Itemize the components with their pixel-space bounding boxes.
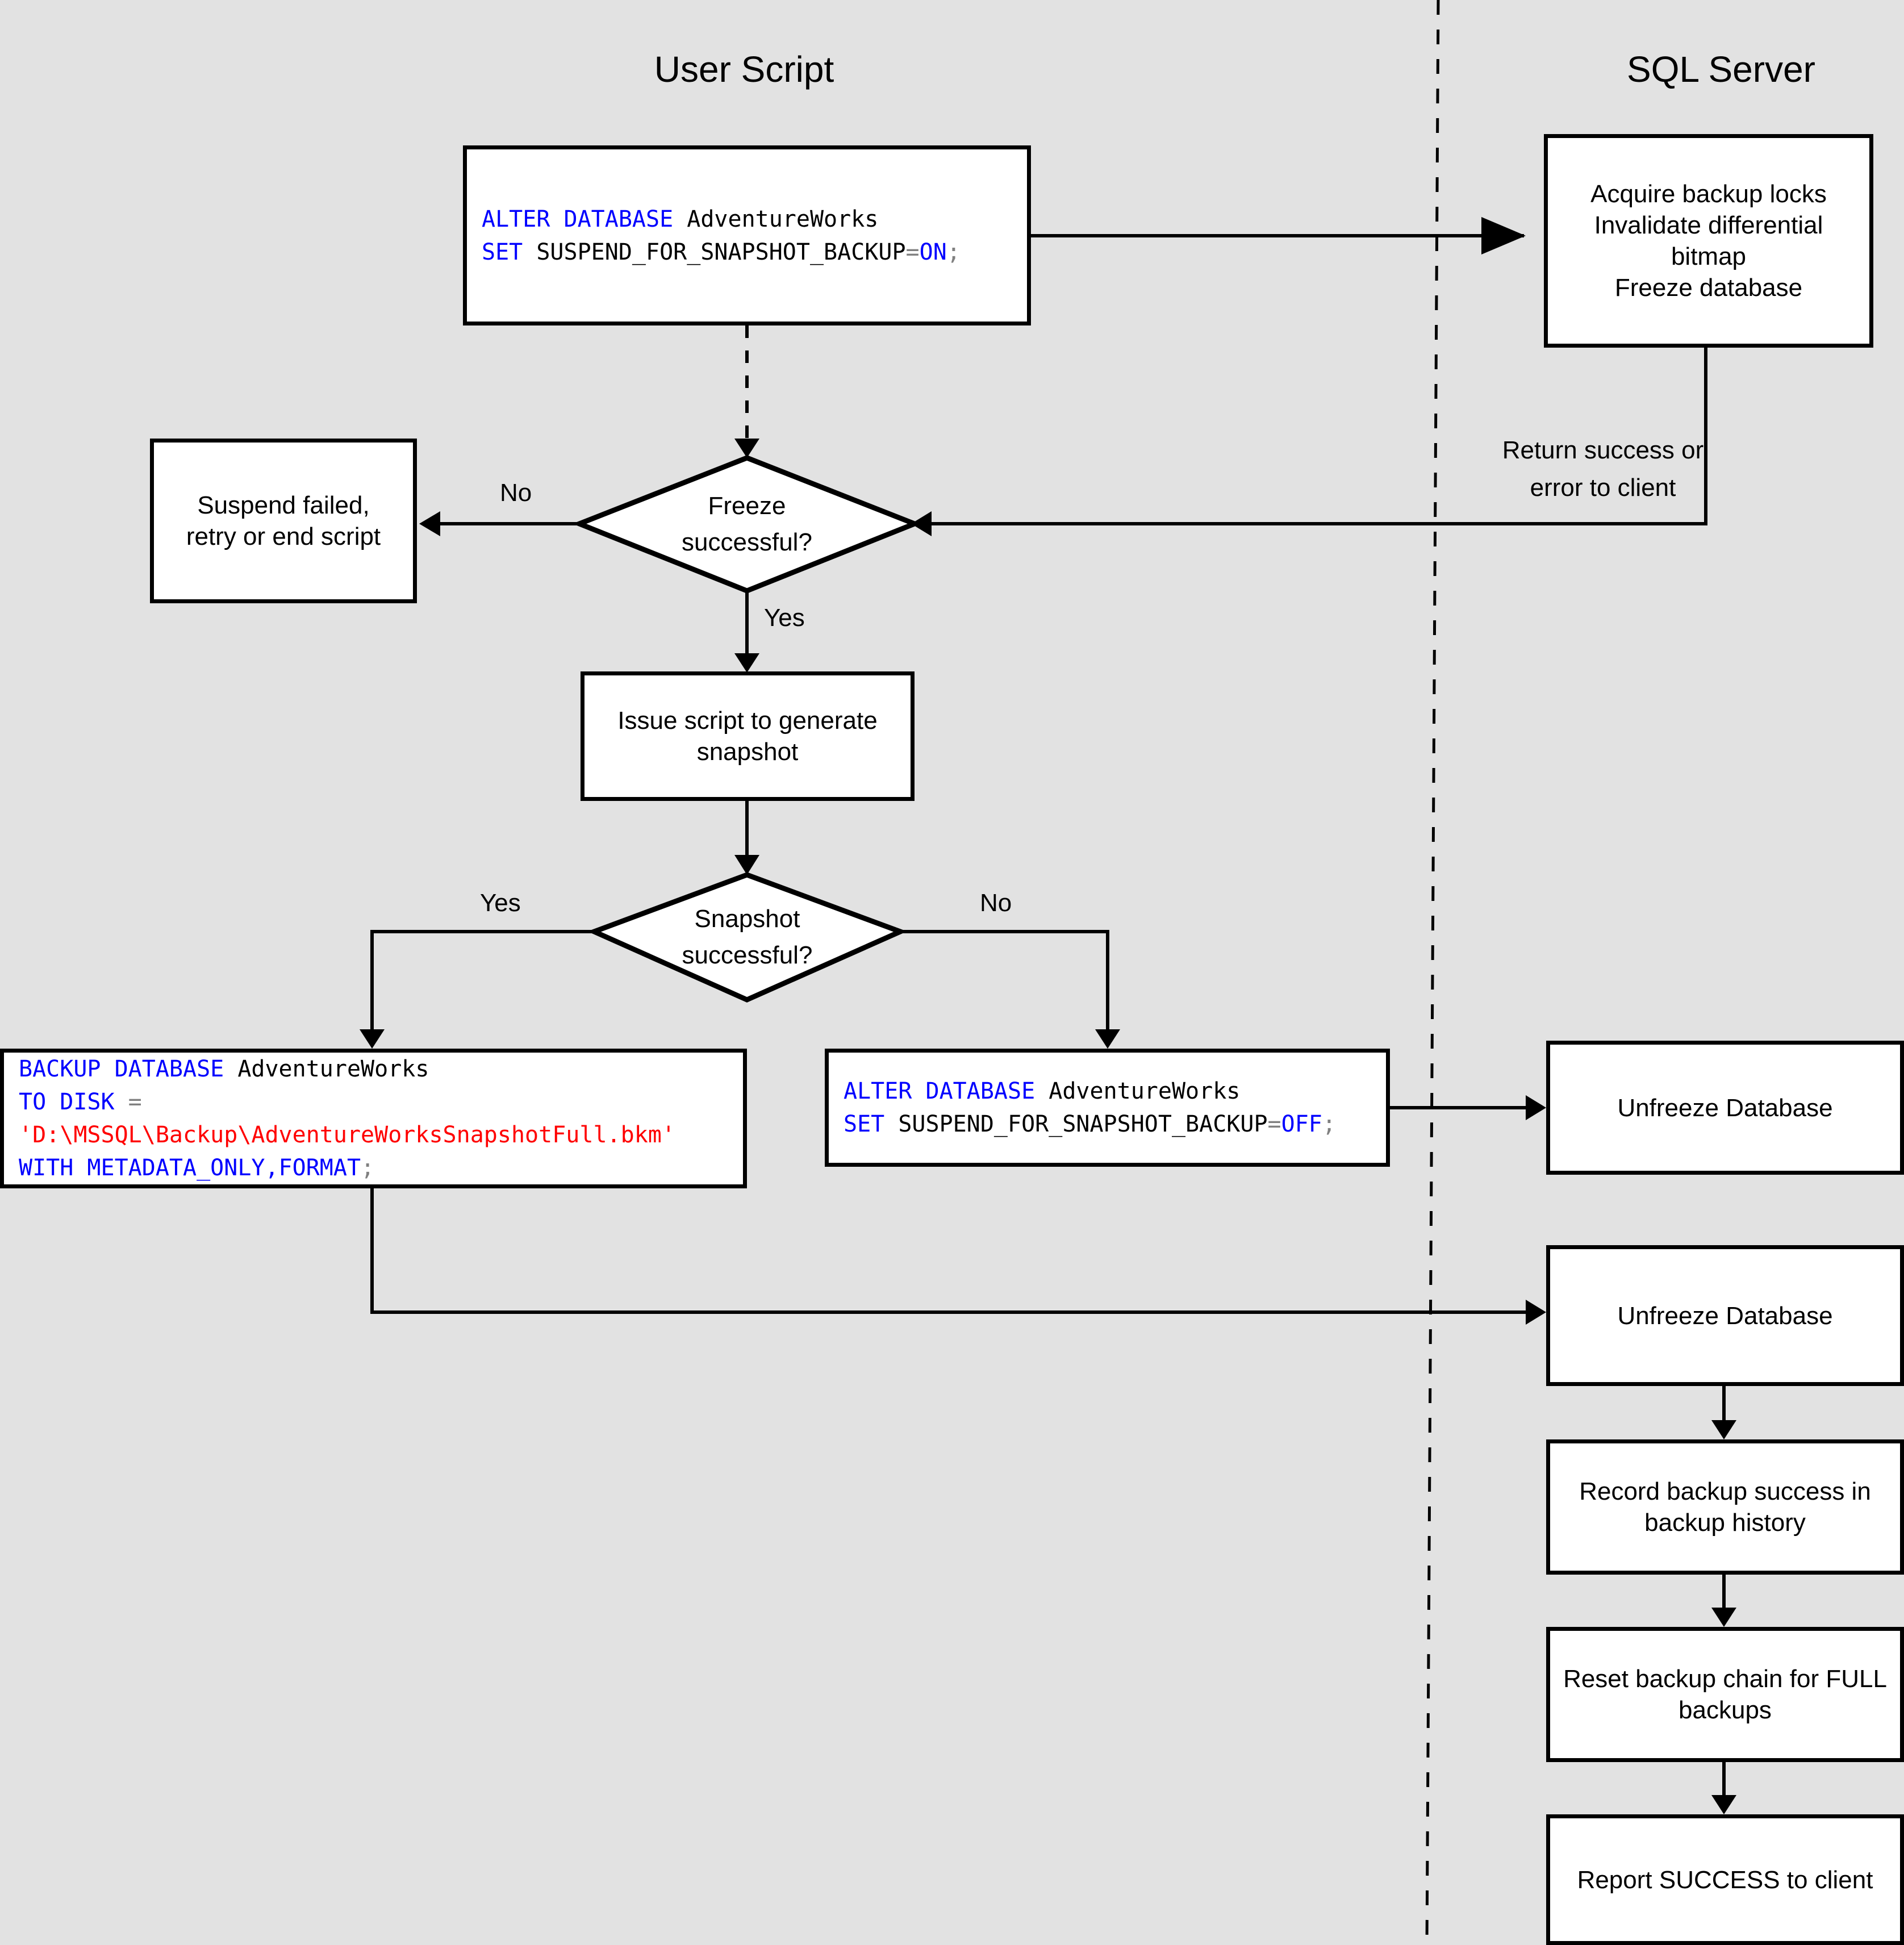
edge-freeze-no-head [419,511,440,536]
issue-script-line-1: Issue script to generate [617,707,878,734]
edge-unfreeze2-to-record-head [1711,1420,1736,1439]
acquire-line-4: Freeze database [1614,274,1803,302]
alter-off-code-text: ALTER DATABASE AdventureWorks SET SUSPEN… [844,1078,1336,1137]
node-acquire-backup-locks[interactable]: Acquire backup locks Invalidate differen… [1544,134,1873,348]
edge-freeze-yes-head [734,653,759,673]
node-unfreeze-database-2[interactable]: Unfreeze Database [1546,1245,1904,1386]
edge-snapshot-no [900,930,1109,1029]
reset-chain-line-1: Reset backup chain for FULL [1563,1665,1887,1693]
lane-title-user-script: User Script [654,49,834,90]
snapshot-label-line-1: Snapshot [694,905,800,933]
edge-alteroff-to-unfreeze1-head [1526,1095,1546,1120]
swimlane-divider [1425,0,1440,1945]
edge-note-return-success: Return success or error to client [1484,432,1722,507]
snapshot-label-line-2: successful? [682,941,813,969]
node-backup-database[interactable]: BACKUP DATABASE AdventureWorks TO DISK =… [0,1049,747,1188]
reset-chain-line-2: backups [1678,1696,1772,1724]
record-backup-line-1: Record backup success in [1579,1477,1871,1505]
node-suspend-failed[interactable]: Suspend failed, retry or end script [150,439,417,603]
node-report-success[interactable]: Report SUCCESS to client [1546,1814,1904,1945]
unfreeze-1-label: Unfreeze Database [1617,1093,1833,1122]
freeze-label-line-2: successful? [682,528,812,556]
suspend-failed-line-1: Suspend failed, [197,491,370,519]
node-unfreeze-database-1[interactable]: Unfreeze Database [1546,1041,1904,1175]
unfreeze-2-label: Unfreeze Database [1617,1301,1833,1330]
node-record-backup-success[interactable]: Record backup success in backup history [1546,1439,1904,1575]
acquire-line-3: bitmap [1671,243,1747,270]
issue-script-line-2: snapshot [696,738,799,766]
edge-reset-to-report-head [1711,1795,1736,1814]
edge-label-freeze-yes: Yes [764,604,805,632]
lane-title-sql-server: SQL Server [1627,49,1815,90]
edge-alteron-to-freeze-head [734,439,759,458]
freeze-successful-label: Freeze successful? [579,458,915,591]
edge-label-freeze-no: No [500,479,532,507]
return-note-line-1: Return success or [1502,436,1704,464]
edge-snapshot-no-head [1095,1029,1120,1049]
backup-database-code-text: BACKUP DATABASE AdventureWorks TO DISK =… [19,1056,675,1181]
suspend-failed-line-2: retry or end script [186,523,381,550]
acquire-line-1: Acquire backup locks [1590,180,1827,208]
edge-backup-to-unfreeze2-head [1526,1300,1546,1325]
report-success-label: Report SUCCESS to client [1577,1865,1873,1894]
node-alter-database-off[interactable]: ALTER DATABASE AdventureWorks SET SUSPEN… [825,1049,1390,1167]
acquire-line-2: Invalidate differential [1594,211,1823,239]
node-alter-database-on[interactable]: ALTER DATABASE AdventureWorks SET SUSPEN… [463,145,1031,325]
edge-label-snapshot-yes: Yes [480,889,521,917]
node-freeze-successful[interactable]: Freeze successful? [579,458,915,591]
node-snapshot-successful[interactable]: Snapshot successful? [594,875,900,1000]
edge-label-snapshot-no: No [980,889,1012,917]
edge-snapshot-yes-head [360,1029,385,1049]
freeze-label-line-1: Freeze [708,492,786,520]
record-backup-line-2: backup history [1644,1509,1806,1537]
edge-snapshot-yes [370,930,594,1029]
edge-backup-to-unfreeze2 [370,1188,1526,1314]
node-issue-script[interactable]: Issue script to generate snapshot [581,671,915,801]
node-reset-backup-chain[interactable]: Reset backup chain for FULL backups [1546,1627,1904,1762]
snapshot-successful-label: Snapshot successful? [594,875,900,1000]
edge-record-to-reset-head [1711,1608,1736,1627]
alter-on-code-text: ALTER DATABASE AdventureWorks SET SUSPEN… [482,206,961,265]
return-note-line-2: error to client [1530,474,1676,502]
edge-issue-to-snapshot-head [734,855,759,875]
